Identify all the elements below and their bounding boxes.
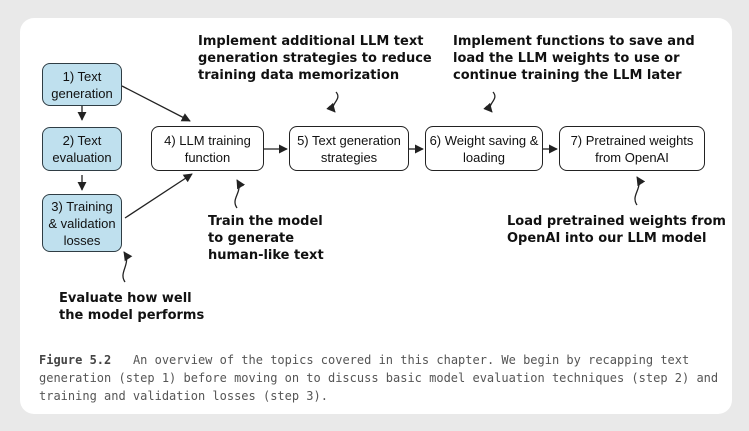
box-text-generation-strategies: 5) Text generation strategies: [289, 126, 409, 171]
caption-label: Figure 5.2: [39, 353, 112, 367]
figure-caption: Figure 5.2 An overview of the topics cov…: [39, 351, 719, 405]
figure-card: [20, 18, 732, 414]
note-save-load-weights: Implement functions to save and load the…: [453, 34, 695, 83]
callout-weights: [483, 91, 496, 113]
box-text-evaluation: 2) Text evaluation: [42, 127, 122, 171]
note-pretrained-weights: Load pretrained weights from OpenAI into…: [507, 214, 726, 246]
box-training-validation-losses: 3) Training & validation losses: [42, 194, 122, 252]
box-weight-saving-loading: 6) Weight saving & loading: [425, 126, 543, 171]
box-text-generation: 1) Text generation: [42, 63, 122, 106]
callout-strategies: [326, 91, 339, 113]
note-generation-strategies: Implement additional LLM text generation…: [198, 34, 432, 83]
caption-text: An overview of the topics covered in thi…: [39, 353, 719, 403]
callout-evaluate: [122, 251, 133, 283]
note-train-model: Train the model to generate human-like t…: [208, 214, 324, 263]
callout-train: [234, 179, 246, 209]
note-evaluate-model: Evaluate how well the model performs: [59, 291, 205, 323]
box-pretrained-weights: 7) Pretrained weights from OpenAI: [559, 126, 705, 171]
callout-pretrained: [634, 176, 646, 206]
arrow-3-to-4: [124, 173, 193, 219]
arrow-1-to-4: [121, 85, 191, 122]
box-llm-training-function: 4) LLM training function: [151, 126, 264, 171]
